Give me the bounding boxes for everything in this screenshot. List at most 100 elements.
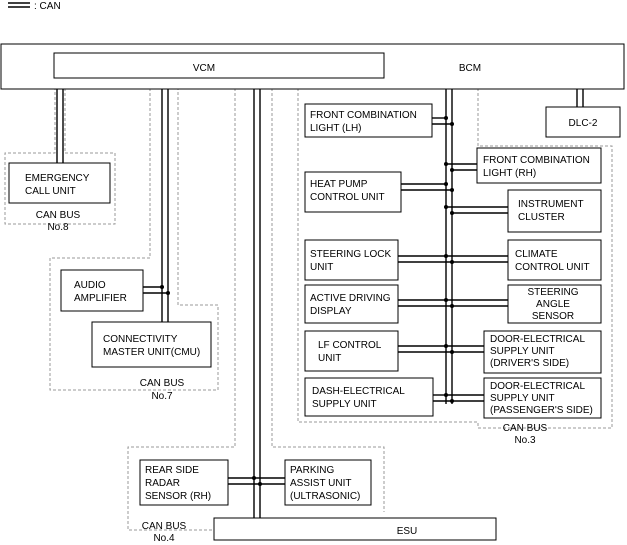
dot xyxy=(444,116,448,120)
front-comb-rh-module[interactable]: FRONT COMBINATION LIGHT (RH) xyxy=(476,147,602,184)
steering-angle-module[interactable]: STEERING ANGLE SENSOR xyxy=(507,284,602,324)
parking-assist-line-2: ASSIST UNIT xyxy=(290,478,352,489)
esu-box[interactable] xyxy=(213,517,497,541)
heat-pump-line-1: HEAT PUMP xyxy=(310,179,368,190)
bus3-label-line-1: CAN BUS xyxy=(503,423,548,434)
climate-control-module[interactable]: CLIMATE CONTROL UNIT xyxy=(507,239,602,281)
emergency-call-box[interactable] xyxy=(8,162,111,204)
dot xyxy=(444,205,448,209)
dot xyxy=(160,285,164,289)
dot xyxy=(450,122,454,126)
steering-lock-line-2: UNIT xyxy=(310,262,333,273)
bus4-label: CAN BUS No.4 xyxy=(142,521,187,544)
heat-pump-box[interactable] xyxy=(304,171,402,213)
esu-label: ESU xyxy=(397,526,418,537)
front-comb-lh-line-1: FRONT COMBINATION xyxy=(310,110,417,121)
climate-control-line-2: CONTROL UNIT xyxy=(515,262,590,273)
dash-electrical-box[interactable] xyxy=(304,377,434,417)
climate-control-line-1: CLIMATE xyxy=(515,249,558,260)
door-driver-box[interactable] xyxy=(483,330,602,374)
rear-side-radar-box[interactable] xyxy=(139,459,229,506)
bus8-label-line-2: No.8 xyxy=(47,222,69,233)
dash-electrical-line-1: DASH-ELECTRICAL xyxy=(312,386,405,397)
active-driving-display-line-2: DISPLAY xyxy=(310,306,352,317)
bcm-label: BCM xyxy=(459,63,481,74)
dot xyxy=(258,482,262,486)
steering-lock-box[interactable] xyxy=(304,239,399,281)
instrument-cluster-module[interactable]: INSTRUMENT CLUSTER xyxy=(507,189,602,233)
door-driver-line-2: SUPPLY UNIT xyxy=(490,346,555,357)
steering-angle-line-1: STEERING xyxy=(527,287,578,298)
door-driver-module[interactable]: DOOR-ELECTRICAL SUPPLY UNIT (DRIVER'S SI… xyxy=(483,330,602,374)
dlc2-module[interactable]: DLC-2 xyxy=(545,106,621,138)
dot xyxy=(444,393,448,397)
door-passenger-module[interactable]: DOOR-ELECTRICAL SUPPLY UNIT (PASSENGER'S… xyxy=(483,377,602,419)
esu-module[interactable]: ESU xyxy=(213,517,497,541)
instrument-cluster-line-2: CLUSTER xyxy=(518,212,565,223)
bus4-label-line-2: No.4 xyxy=(153,533,175,544)
active-driving-display-box[interactable] xyxy=(304,284,399,324)
vcm-label: VCM xyxy=(193,63,215,74)
heat-pump-line-2: CONTROL UNIT xyxy=(310,192,385,203)
rear-side-radar-module[interactable]: REAR SIDE RADAR SENSOR (RH) xyxy=(139,459,229,506)
parking-assist-box[interactable] xyxy=(284,459,372,506)
climate-control-box[interactable] xyxy=(507,239,602,281)
lf-control-line-2: UNIT xyxy=(318,353,341,364)
steering-lock-line-1: STEERING LOCK xyxy=(310,249,391,260)
dot xyxy=(444,254,448,258)
dlc2-label: DLC-2 xyxy=(569,118,598,129)
bus4-label-line-1: CAN BUS xyxy=(142,521,187,532)
lf-control-box[interactable] xyxy=(304,330,399,372)
active-driving-display-module[interactable]: ACTIVE DRIVING DISPLAY xyxy=(304,284,399,324)
front-comb-lh-box[interactable] xyxy=(304,103,433,138)
bus8-label: CAN BUS No.8 xyxy=(36,210,81,233)
vcm-module[interactable]: VCM xyxy=(53,52,385,79)
front-comb-lh-module[interactable]: FRONT COMBINATION LIGHT (LH) xyxy=(304,103,433,138)
parking-assist-module[interactable]: PARKING ASSIST UNIT (ULTRASONIC) xyxy=(284,459,372,506)
instrument-cluster-line-1: INSTRUMENT xyxy=(518,199,584,210)
door-passenger-line-1: DOOR-ELECTRICAL xyxy=(490,381,585,392)
bus-group-outlines xyxy=(4,81,613,531)
dot xyxy=(450,399,454,403)
steering-lock-module[interactable]: STEERING LOCK UNIT xyxy=(304,239,399,281)
cmu-module[interactable]: CONNECTIVITY MASTER UNIT(CMU) xyxy=(91,321,212,368)
steering-angle-line-3: SENSOR xyxy=(532,311,574,322)
active-driving-display-line-1: ACTIVE DRIVING xyxy=(310,293,391,304)
vcm-box[interactable] xyxy=(53,52,385,79)
parking-assist-line-3: (ULTRASONIC) xyxy=(290,491,360,502)
dot xyxy=(450,168,454,172)
dot xyxy=(444,182,448,186)
cmu-box[interactable] xyxy=(91,321,212,368)
audio-amplifier-box[interactable] xyxy=(60,269,144,312)
lf-control-line-1: LF CONTROL xyxy=(318,340,382,351)
instrument-cluster-box[interactable] xyxy=(507,189,602,233)
lf-control-module[interactable]: LF CONTROL UNIT xyxy=(304,330,399,372)
dash-electrical-module[interactable]: DASH-ELECTRICAL SUPPLY UNIT xyxy=(304,377,434,417)
dot xyxy=(252,476,256,480)
bus3-label-line-2: No.3 xyxy=(514,435,536,446)
bus3-label: CAN BUS No.3 xyxy=(503,423,548,446)
steering-angle-box[interactable] xyxy=(507,284,602,324)
legend: : CAN xyxy=(8,1,61,12)
heat-pump-module[interactable]: HEAT PUMP CONTROL UNIT xyxy=(304,171,402,213)
rear-side-radar-line-3: SENSOR (RH) xyxy=(145,491,211,502)
door-passenger-box[interactable] xyxy=(483,377,602,419)
emergency-call-line-1: EMERGENCY xyxy=(25,173,90,184)
dot xyxy=(444,162,448,166)
bus8-outline xyxy=(4,88,116,225)
rear-side-radar-line-1: REAR SIDE xyxy=(145,465,199,476)
cmu-line-2: MASTER UNIT(CMU) xyxy=(103,347,200,358)
bus4-outline-right xyxy=(271,88,385,512)
dlc2-box[interactable] xyxy=(545,106,621,138)
bus7-label: CAN BUS No.7 xyxy=(140,378,185,402)
front-comb-rh-line-2: LIGHT (RH) xyxy=(483,168,536,179)
bus7-outline xyxy=(49,88,219,391)
dot xyxy=(166,291,170,295)
dot xyxy=(450,304,454,308)
front-comb-rh-box[interactable] xyxy=(476,147,602,184)
audio-amplifier-module[interactable]: AUDIO AMPLIFIER xyxy=(60,269,144,312)
emergency-call-module[interactable]: EMERGENCY CALL UNIT xyxy=(8,162,111,204)
can-wires xyxy=(56,78,584,518)
door-passenger-line-3: (PASSENGER'S SIDE) xyxy=(490,405,593,416)
bus4-outline xyxy=(127,88,236,531)
